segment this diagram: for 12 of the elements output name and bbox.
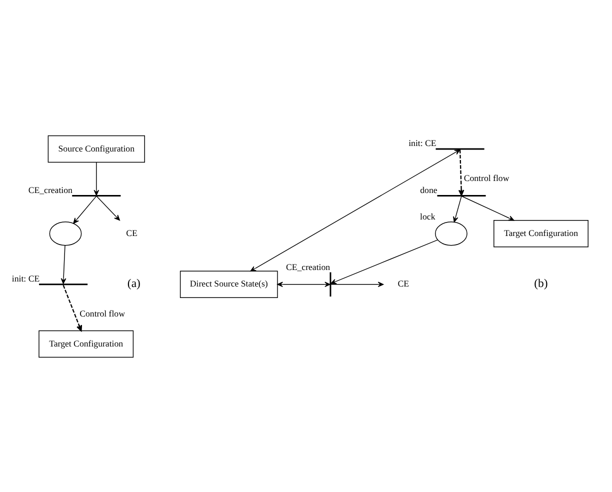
label: (b) (534, 276, 548, 290)
node-text: CE (398, 278, 409, 288)
node-label: init: CE (408, 138, 436, 148)
label: (a) (127, 276, 140, 290)
node-label: done (420, 184, 438, 194)
edge-label: Control flow (464, 172, 510, 183)
edge-label: Control flow (80, 308, 125, 318)
node-label: CE_creation (286, 262, 330, 272)
node-label: init: CE (12, 273, 40, 284)
node-text: CE (126, 227, 138, 238)
node-label: lock (420, 210, 436, 221)
node-label: CE_creation (28, 184, 72, 194)
